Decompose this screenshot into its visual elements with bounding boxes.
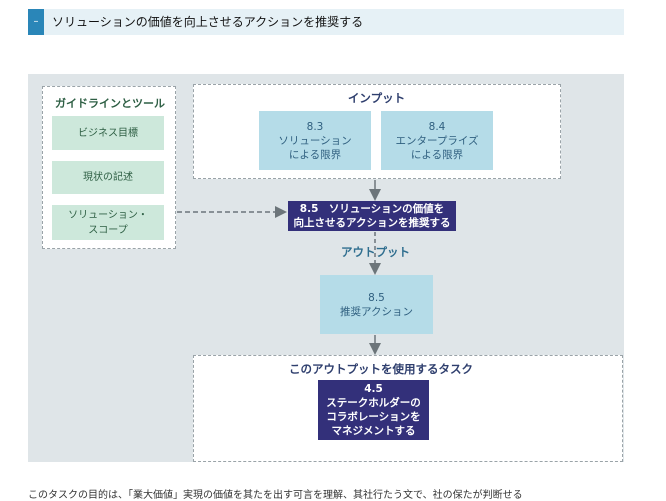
output-title: アウトプット [341,245,410,259]
guide-solution-scope: ソリューション・ スコープ [52,205,164,240]
guide-current-state: 現状の記述 [52,161,164,194]
task-diagram: ガイドラインとツール ビジネス目標 現状の記述 ソリューション・ スコープ イン… [28,74,624,462]
tasks-title: このアウトプットを使用するタスク [289,362,473,376]
input-enterprise-limits-number: 8.4 [428,120,446,133]
inputs-group: インプット 8.3 ソリューション による限界 8.4 エンタープライズ による… [193,84,561,179]
output-label: 推奨アクション [340,305,413,318]
footer-text: このタスクの目的は、「業大価値」実現の価値を其たを出す可言を理解、其社行たう文で… [28,490,523,501]
task-number: 4.5 [364,383,383,395]
output-recommended-actions: 8.5 推奨アクション [320,275,433,334]
tasks-using-output-group: このアウトプットを使用するタスク 4.5 ステークホルダーの コラボレーションを… [193,355,623,462]
guidelines-group: ガイドラインとツール ビジネス目標 現状の記述 ソリューション・ スコープ [42,86,176,249]
input-solution-limits: 8.3 ソリューション による限界 [259,111,371,170]
main-task-number: 8.5 [299,203,319,215]
input-solution-limits-number: 8.3 [306,120,324,133]
output-number: 8.5 [368,291,385,304]
section-marker: – [28,9,44,35]
section-header: – ソリューションの価値を向上させるアクションを推奨する [28,9,624,35]
task-stakeholder-collaboration: 4.5 ステークホルダーの コラボレーションを マネジメントする [318,380,429,440]
input-solution-limits-label: ソリューション による限界 [278,134,352,161]
main-task-text: ソリューションの価値を 向上させるアクションを推奨する [293,203,451,229]
inputs-title: インプット [347,91,406,105]
main-task-label: 8.5 ソリューションの価値を 向上させるアクションを推奨する [294,202,451,230]
task-label: ステークホルダーの コラボレーションを マネジメントする [326,397,421,437]
flow-arrows [177,180,381,355]
guidelines-title: ガイドラインとツール [55,97,165,110]
input-enterprise-limits-label: エンタープライズ による限界 [395,134,479,161]
guide-business-goals: ビジネス目標 [52,116,164,150]
input-enterprise-limits: 8.4 エンタープライズ による限界 [381,111,493,170]
main-task-box: 8.5 ソリューションの価値を 向上させるアクションを推奨する [288,201,456,231]
section-title: ソリューションの価値を向上させるアクションを推奨する [52,15,364,29]
